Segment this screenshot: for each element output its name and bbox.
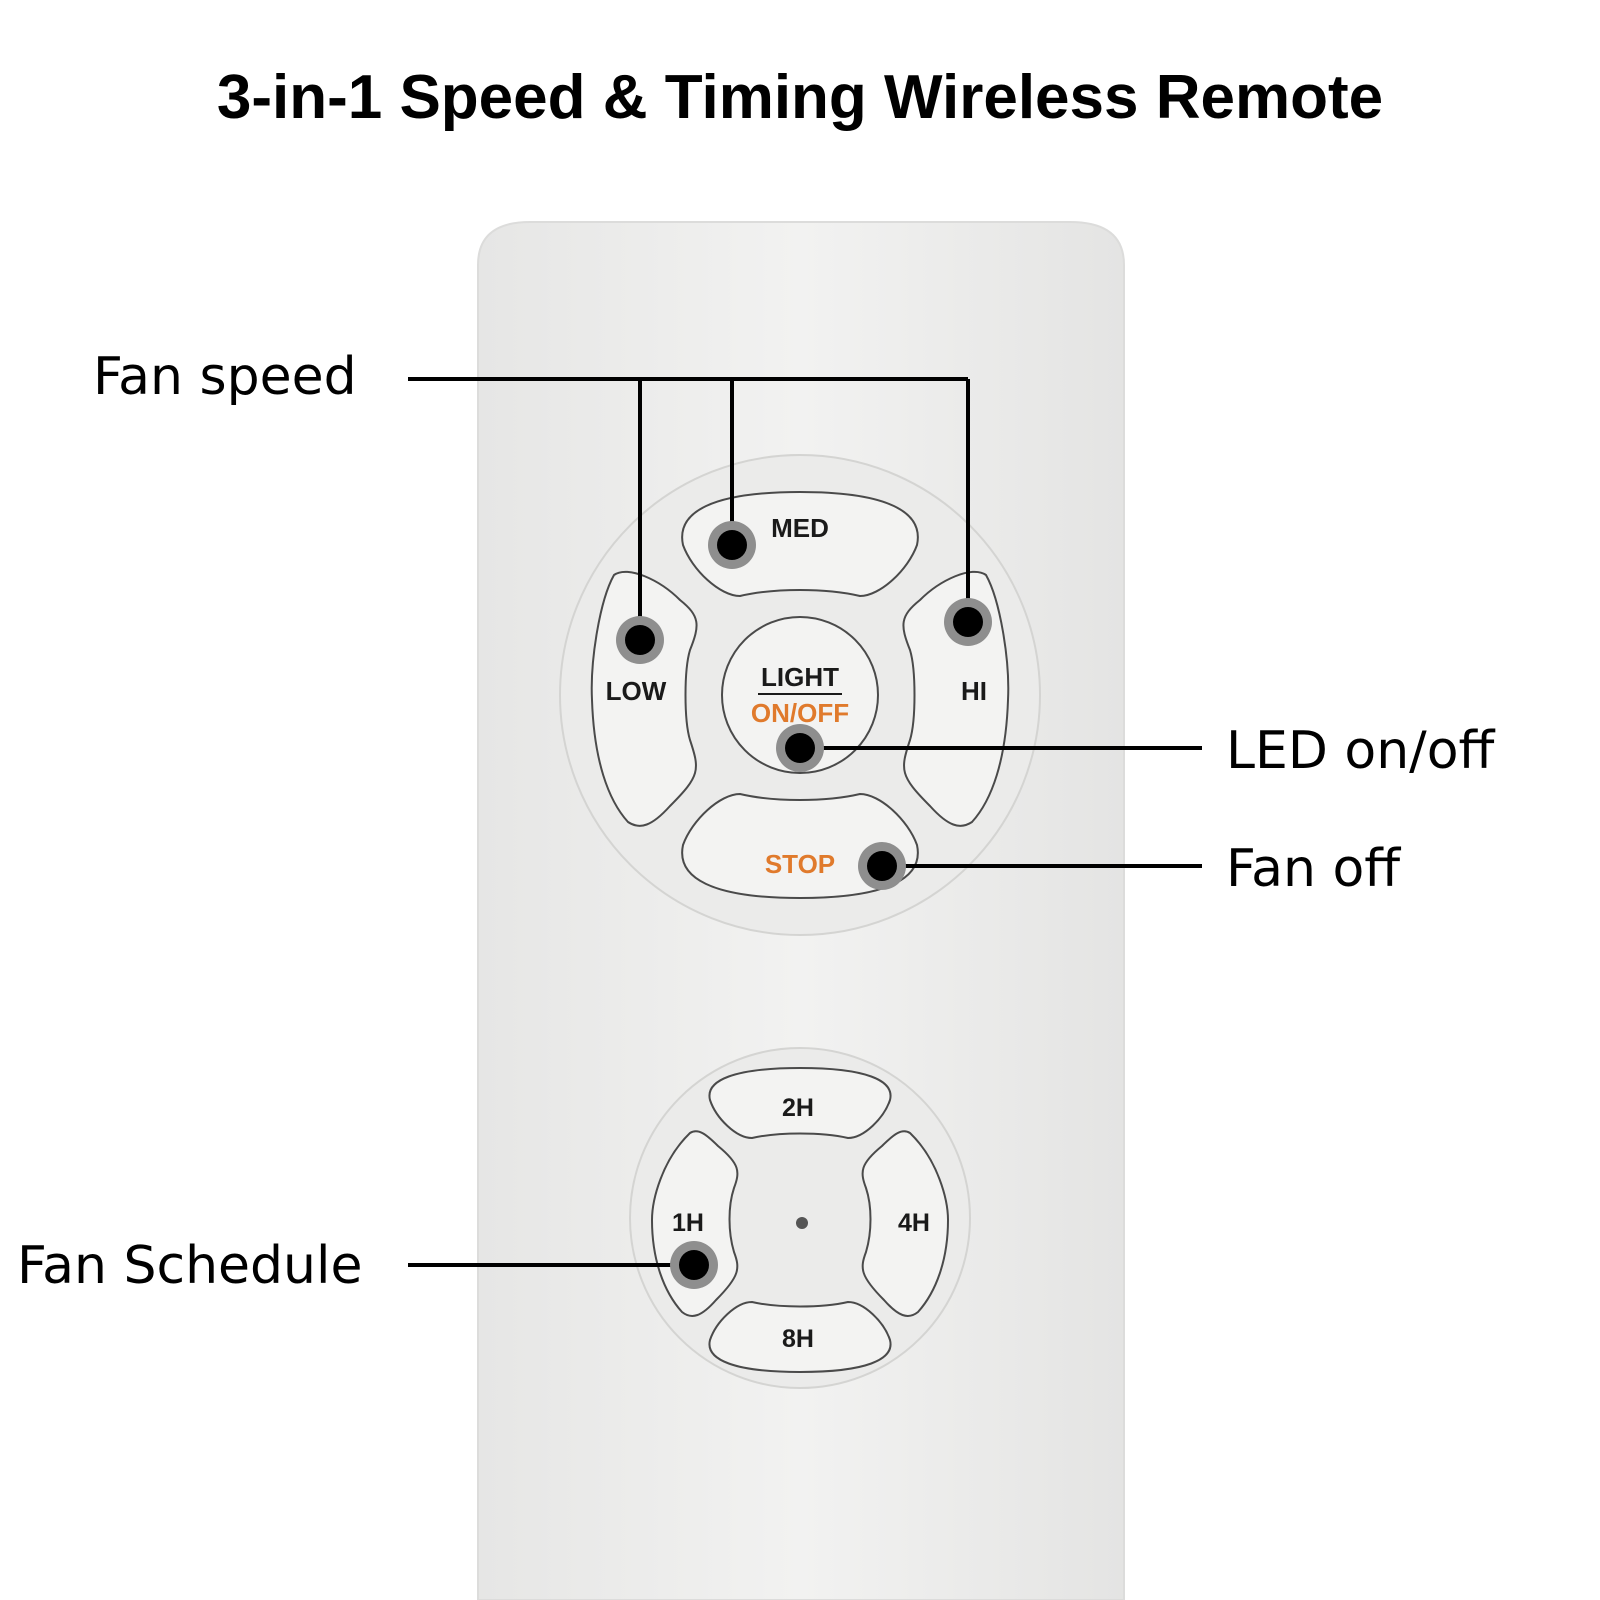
callout-markers — [616, 521, 992, 1289]
speed-control-pad: MED LOW HI LIGHT ON/OFF STOP — [559, 454, 1041, 936]
led-onoff-callout: LED on/off — [1226, 721, 1496, 781]
timer-4h-button[interactable] — [861, 1130, 950, 1317]
med-label: MED — [771, 513, 829, 543]
leader-lines — [408, 377, 1202, 1267]
low-label: LOW — [606, 676, 667, 706]
timer-8h-button[interactable] — [708, 1300, 892, 1374]
fan-off-callout: Fan off — [1226, 839, 1401, 899]
med-button[interactable] — [681, 490, 919, 598]
fan-schedule-callout: Fan Schedule — [17, 1236, 362, 1296]
timer-8h-label: 8H — [782, 1325, 814, 1353]
timer-control-pad: 2H 1H 4H 8H — [629, 1047, 971, 1389]
timer-2h-label: 2H — [782, 1094, 814, 1122]
light-label: LIGHT — [761, 662, 839, 692]
fan-speed-callout: Fan speed — [93, 347, 357, 407]
stop-label: STOP — [765, 849, 835, 879]
timer-2h-button[interactable] — [708, 1066, 892, 1140]
timer-4h-label: 4H — [898, 1209, 930, 1237]
indicator-led-icon — [796, 1217, 808, 1229]
fan-speed-leader — [408, 377, 970, 640]
diagram-title: 3-in-1 Speed & Timing Wireless Remote — [217, 63, 1383, 132]
hi-label: HI — [961, 676, 987, 706]
timer-1h-label: 1H — [672, 1209, 704, 1237]
onoff-label: ON/OFF — [751, 698, 849, 728]
